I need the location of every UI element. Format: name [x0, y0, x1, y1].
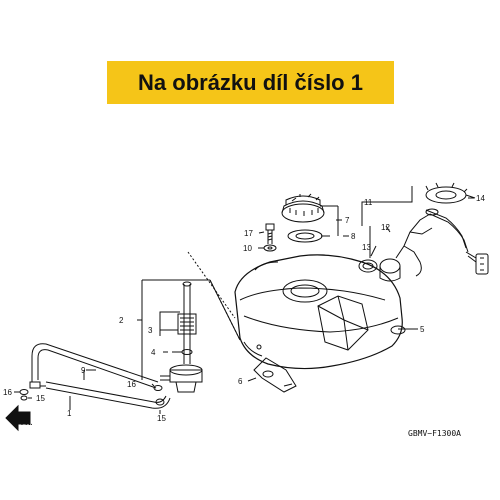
callout-7: 7 — [345, 216, 350, 225]
unit-gasket — [358, 259, 378, 273]
callout-15-right: 15 — [157, 414, 166, 423]
front-arrow-icon — [5, 404, 31, 432]
callout-4: 4 — [151, 348, 156, 357]
mounting-plate — [253, 357, 297, 393]
banner-text: Na obrázku díl číslo 1 — [138, 69, 363, 95]
callout-1: 1 — [67, 409, 72, 418]
callout-16-left: 16 — [3, 388, 12, 397]
callout-13: 13 — [362, 243, 371, 252]
callout-3: 3 — [148, 326, 153, 335]
wire-connector — [465, 251, 489, 275]
callout-2: 2 — [119, 316, 124, 325]
callout-14: 14 — [476, 194, 485, 203]
fuel-tube — [29, 343, 159, 389]
bracket-7 — [320, 205, 339, 236]
fuel-unit — [361, 186, 469, 282]
direction-label: FR. — [21, 420, 32, 427]
callout-15-left: 15 — [36, 394, 45, 403]
callout-leaders — [69, 197, 474, 410]
fuel-cap — [281, 193, 325, 223]
callout-11: 11 — [364, 198, 373, 207]
reference-code: GBMV−F1300A — [408, 429, 461, 438]
callout-12: 12 — [381, 223, 390, 232]
clip-leaders — [14, 383, 161, 414]
callout-6: 6 — [238, 377, 243, 386]
callout-16-right: 16 — [127, 380, 136, 389]
callout-8: 8 — [351, 232, 356, 241]
fuel-tank — [234, 254, 406, 370]
fuel-hose — [40, 381, 171, 409]
guide-line — [187, 251, 241, 341]
callout-9: 9 — [81, 366, 86, 375]
callout-17: 17 — [244, 229, 253, 238]
callout-5: 5 — [420, 325, 425, 334]
leader-6 — [247, 377, 257, 382]
part-number-banner: Na obrázku díl číslo 1 — [107, 61, 394, 104]
bolt — [265, 223, 275, 244]
bracket-3 — [159, 311, 180, 336]
callout-10: 10 — [243, 244, 252, 253]
